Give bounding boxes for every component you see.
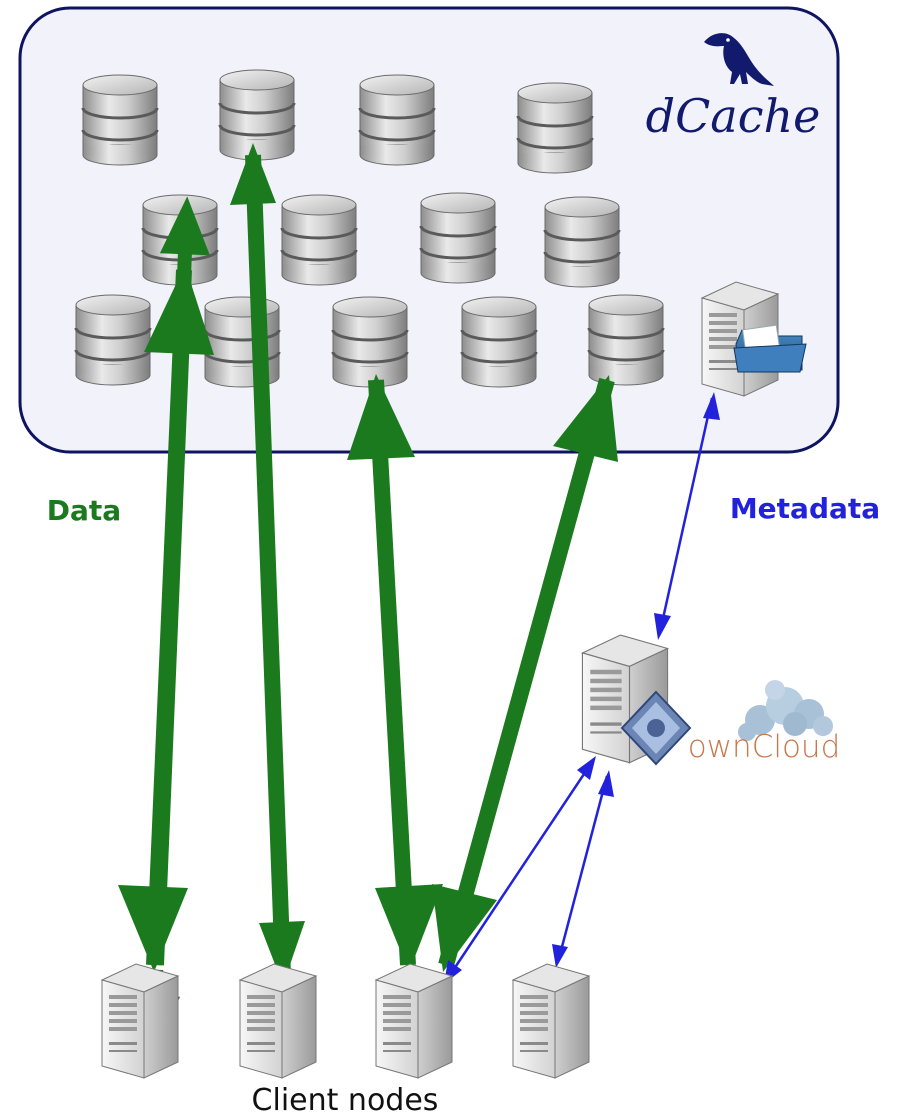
client-node-icon [512,963,590,1079]
database-cylinder-icon [331,295,409,389]
database-cylinder-icon [543,195,621,289]
database-cylinder-icon [280,193,358,287]
client-node-icon [101,963,179,1079]
data-label: Data [47,494,121,527]
owncloud-badge-icon [620,690,692,766]
data-link [245,154,291,976]
folder-icon [733,324,807,373]
data-link [368,379,416,966]
owncloud-server [581,634,692,766]
database-cylinder-icon [81,73,159,167]
owncloud-brand-text: ownCloud [688,729,841,765]
metadata-link [658,397,714,633]
database-cylinder-icon [419,191,497,285]
client-node-icon [375,963,453,1079]
database-cylinder-icon [516,81,594,175]
client-nodes-label: Client nodes [252,1083,439,1117]
database-cylinder-icon [460,295,538,389]
data-link [146,269,192,966]
data-arrows-2 [118,143,618,985]
dcache-brand-text: dCache [646,89,821,143]
dcache-logo: dCache [646,33,821,143]
database-cylinder-icon [218,68,296,162]
metadata-link [446,761,594,979]
database-cylinder-icon [74,293,152,387]
metadata-arrows [444,392,720,984]
client-nodes [101,963,590,1079]
database-cylinder-icon [587,293,665,387]
client-node-icon [239,963,317,1079]
database-cylinder-icon [358,73,436,167]
metadata-server [701,281,807,397]
metadata-label: Metadata [730,492,880,525]
bird-icon [704,33,774,86]
data-link [438,377,615,968]
cloud-icon [738,680,833,741]
metadata-link [556,775,609,963]
owncloud-logo: ownCloud [688,680,841,765]
